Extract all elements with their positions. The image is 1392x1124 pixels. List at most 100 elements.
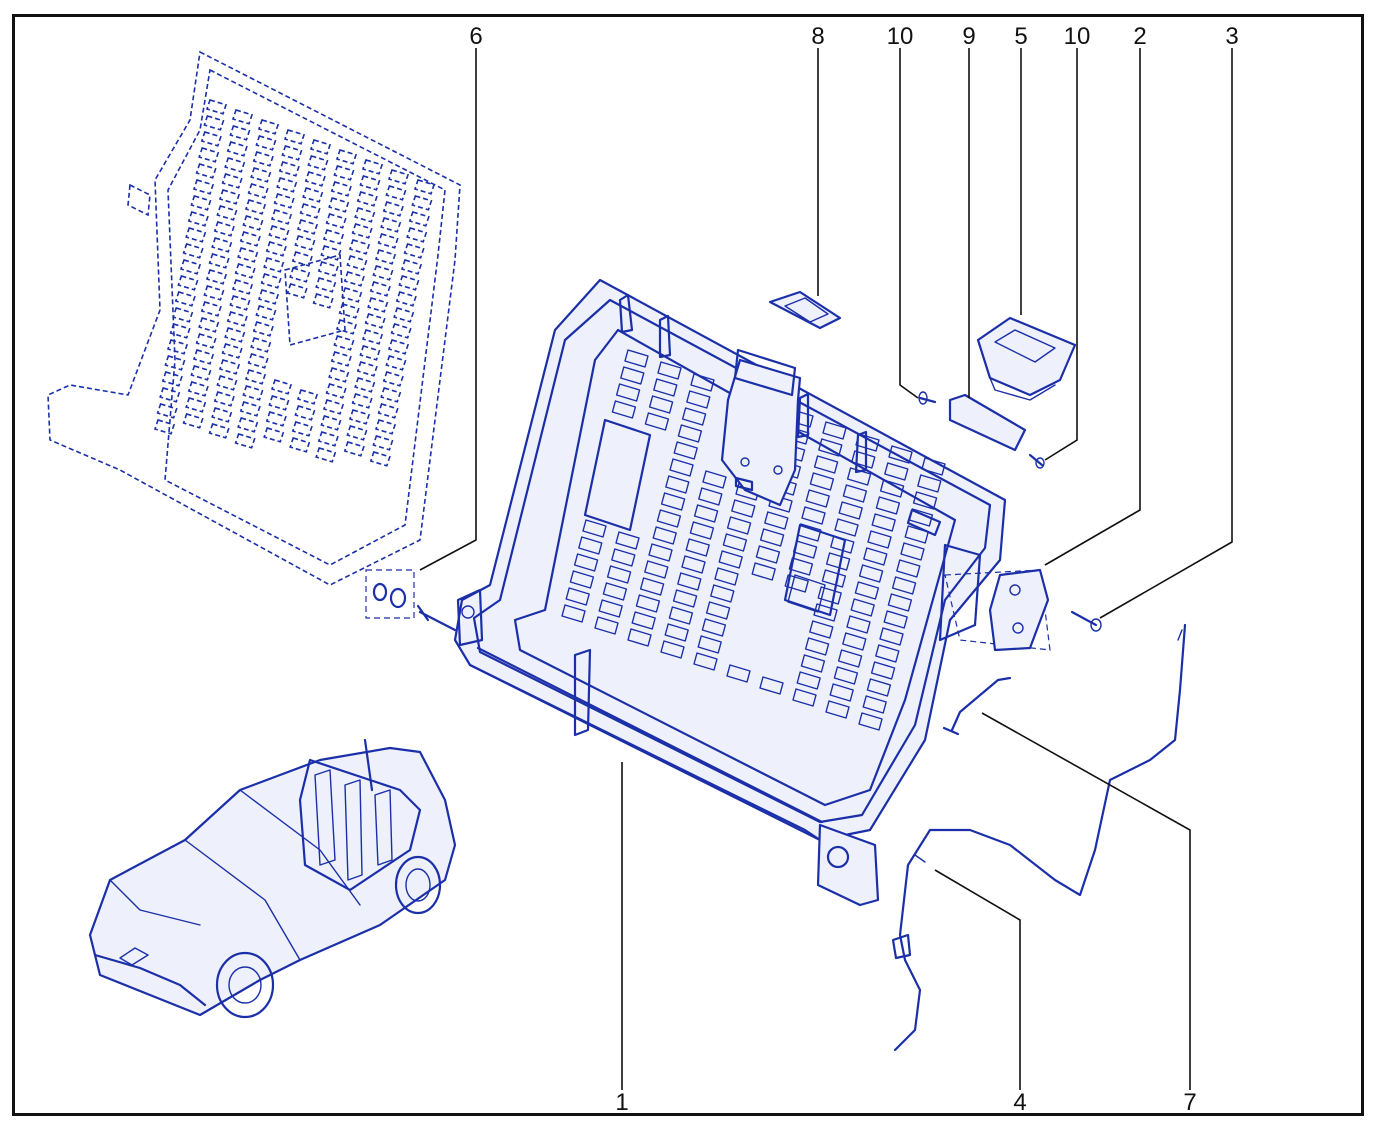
slot-outline xyxy=(385,355,407,371)
slot-outline xyxy=(702,470,727,489)
slot-outline xyxy=(322,229,345,245)
slot-outline xyxy=(665,475,690,494)
slot-outline xyxy=(879,479,905,498)
slot-outline xyxy=(705,601,731,620)
slot-outline xyxy=(218,189,241,205)
slot-outline xyxy=(879,627,904,646)
slot-outline xyxy=(372,265,394,281)
slot-outline xyxy=(862,695,887,714)
slot-outline xyxy=(229,125,251,141)
slot-outline xyxy=(714,567,739,586)
slot-outline xyxy=(315,447,337,463)
slot-outline xyxy=(875,644,900,663)
slot-outline xyxy=(689,521,715,540)
part-6-bushings xyxy=(365,569,457,632)
slot-outline xyxy=(361,329,384,345)
slot-outline xyxy=(216,375,238,391)
slot-outline xyxy=(854,581,880,600)
slot-outline xyxy=(644,412,670,431)
slot-outline xyxy=(291,421,313,437)
slot-outline xyxy=(289,437,311,453)
slot-outline xyxy=(648,543,673,562)
slot-outline xyxy=(276,177,298,193)
slot-outline xyxy=(380,217,402,233)
slot-outline xyxy=(218,359,241,375)
slot-outline xyxy=(825,552,851,571)
slot-outline xyxy=(252,321,274,337)
slot-outline xyxy=(403,243,425,259)
slot-outline xyxy=(615,531,640,550)
slot-outline xyxy=(364,313,386,329)
slot-outline xyxy=(380,387,402,403)
part-7-rod xyxy=(942,676,1012,736)
callout-10-left: 10 xyxy=(887,23,914,50)
slot-outline xyxy=(912,491,938,510)
slot-outline xyxy=(921,457,946,476)
slot-outline xyxy=(159,387,181,403)
slot-outline xyxy=(200,131,222,147)
slot-outline xyxy=(270,209,293,225)
slot-outline xyxy=(317,261,339,277)
slot-outline xyxy=(242,385,264,401)
slot-outline xyxy=(164,355,186,371)
slot-outline xyxy=(302,187,324,203)
slot-outline xyxy=(307,155,329,171)
callout-labels: 6 8 10 9 5 10 2 3 1 4 7 xyxy=(469,23,1238,1116)
slot-outline xyxy=(884,462,909,481)
slot-outline xyxy=(846,467,872,486)
slot-outline xyxy=(234,263,256,279)
slot-outline xyxy=(211,237,233,253)
slot-outline xyxy=(192,179,215,195)
slot-outline xyxy=(369,281,391,297)
slot-outline xyxy=(408,211,430,227)
slot-outline xyxy=(263,427,285,443)
slot-outline xyxy=(182,413,204,429)
slot-outline xyxy=(359,175,381,191)
slot-outline xyxy=(257,119,280,135)
slot-outline xyxy=(598,599,623,618)
slot-outline xyxy=(657,361,682,380)
slot-outline xyxy=(834,518,859,537)
slot-outline xyxy=(348,409,371,425)
slot-outline xyxy=(281,145,303,161)
slot-outline xyxy=(367,297,389,313)
slot-outline xyxy=(664,623,689,642)
slot-outline xyxy=(673,441,698,460)
slot-outline xyxy=(784,574,809,593)
slot-outline xyxy=(411,195,433,211)
slot-outline xyxy=(317,431,339,447)
slot-outline xyxy=(325,383,347,399)
slot-outline xyxy=(263,257,285,273)
slot-outline xyxy=(611,548,636,567)
slot-outline xyxy=(822,421,847,440)
slot-outline xyxy=(851,450,876,469)
slot-outline xyxy=(213,391,235,407)
slot-outline xyxy=(234,433,256,449)
slot-outline xyxy=(328,367,350,383)
slot-outline xyxy=(351,223,373,239)
slot-outline xyxy=(858,564,884,583)
slot-outline xyxy=(237,247,259,263)
slot-outline xyxy=(268,225,290,241)
slot-outline xyxy=(283,129,306,145)
slot-outline xyxy=(620,366,645,385)
slot-outline xyxy=(395,291,417,307)
slot-outline xyxy=(185,397,207,413)
slot-outline xyxy=(346,425,368,441)
slot-outline xyxy=(244,199,267,215)
callout-4: 4 xyxy=(1013,1089,1026,1116)
slot-outline xyxy=(701,618,727,637)
slot-outline xyxy=(829,683,854,702)
slot-outline xyxy=(174,291,196,307)
slot-outline xyxy=(239,231,261,247)
slot-outline xyxy=(229,295,251,311)
part-8-cover xyxy=(768,290,842,330)
slot-outline xyxy=(413,179,436,195)
slot-outline xyxy=(565,587,590,606)
slot-outline xyxy=(203,285,225,301)
slot-outline xyxy=(156,403,178,419)
slot-outline xyxy=(867,530,892,549)
slot-outline xyxy=(278,161,300,177)
slot-outline xyxy=(335,149,358,165)
slot-outline xyxy=(374,249,397,265)
